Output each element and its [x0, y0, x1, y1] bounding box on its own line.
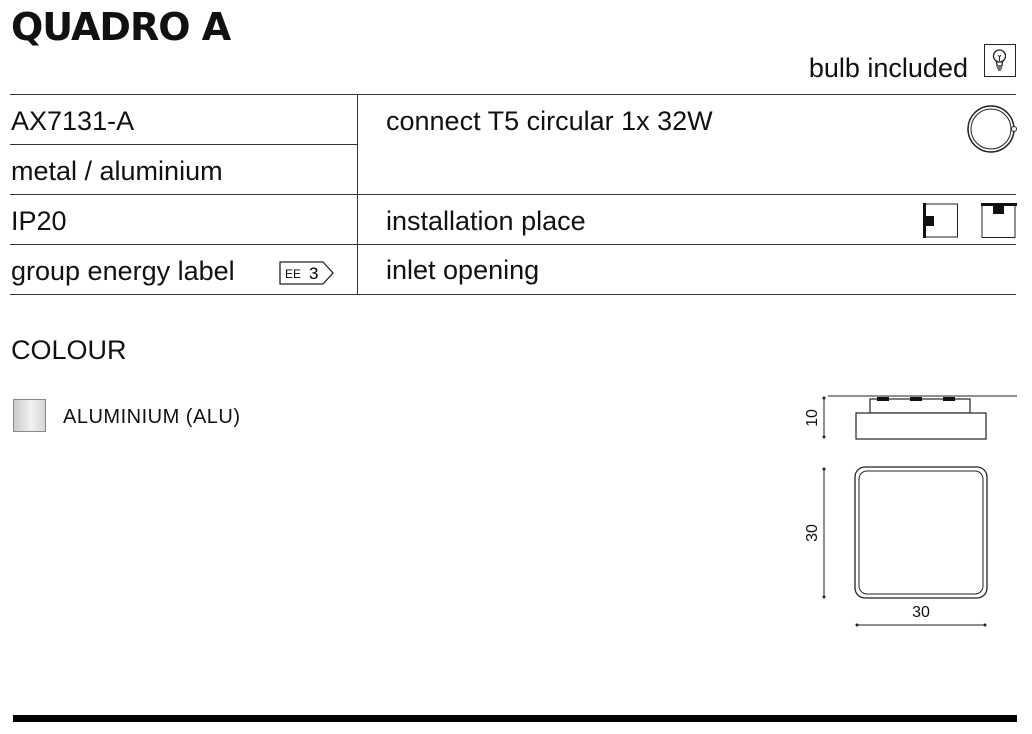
dim-height-tick-bottom	[822, 435, 826, 439]
colour-section-title: COLOUR	[11, 335, 127, 365]
connection-spec: connect T5 circular 1x 32W	[386, 106, 713, 136]
product-code: AX7131-A	[11, 106, 135, 136]
energy-label-text: group energy label	[11, 256, 235, 286]
inlet-opening: inlet opening	[386, 255, 540, 285]
top-view-inner	[858, 470, 984, 595]
wall-mount-icon	[923, 203, 959, 243]
footer-bar	[13, 715, 1017, 722]
ceiling-mount-icon	[981, 203, 1017, 243]
side-view-clip-3	[943, 397, 955, 401]
energy-badge-value: 3	[309, 264, 318, 283]
dimension-drawing: 10 30 30	[804, 395, 1017, 627]
circular-lamp-icon	[966, 104, 1018, 161]
product-title: QUADRO A	[11, 5, 231, 49]
colour-option-label: ALUMINIUM (ALU)	[63, 406, 241, 428]
dim-depth-tick-bottom	[822, 595, 826, 599]
side-view-top-plate	[869, 398, 971, 414]
bulb-icon	[984, 44, 1016, 77]
table-column-divider	[357, 94, 358, 295]
energy-badge-prefix: EE	[285, 267, 301, 281]
material-value: metal / aluminium	[11, 156, 223, 186]
energy-label-arrow-icon: EE 3	[279, 261, 335, 290]
table-top-line	[10, 94, 1016, 95]
dim-height-tick-top	[822, 396, 826, 400]
table-row-line-2	[10, 194, 1016, 195]
dim-width-tick-right	[983, 623, 987, 627]
dim-depth-label: 30	[804, 524, 821, 542]
dim-depth-tick-top	[822, 467, 826, 471]
table-row-line-1	[10, 144, 357, 145]
side-view-clip-1	[877, 397, 889, 401]
table-bottom-line	[10, 294, 1016, 295]
dim-height-label: 10	[804, 409, 821, 427]
top-view-outer	[854, 466, 988, 599]
dim-width-tick-left	[855, 623, 859, 627]
side-view-clip-2	[910, 397, 922, 401]
installation-place: installation place	[386, 206, 586, 236]
bulb-included-label: bulb included	[808, 53, 968, 83]
table-row-line-3	[10, 244, 1016, 245]
side-view-base	[855, 412, 987, 440]
colour-swatch-aluminium[interactable]	[13, 399, 46, 432]
dim-width-label: 30	[912, 604, 930, 621]
ip-rating: IP20	[11, 206, 67, 236]
